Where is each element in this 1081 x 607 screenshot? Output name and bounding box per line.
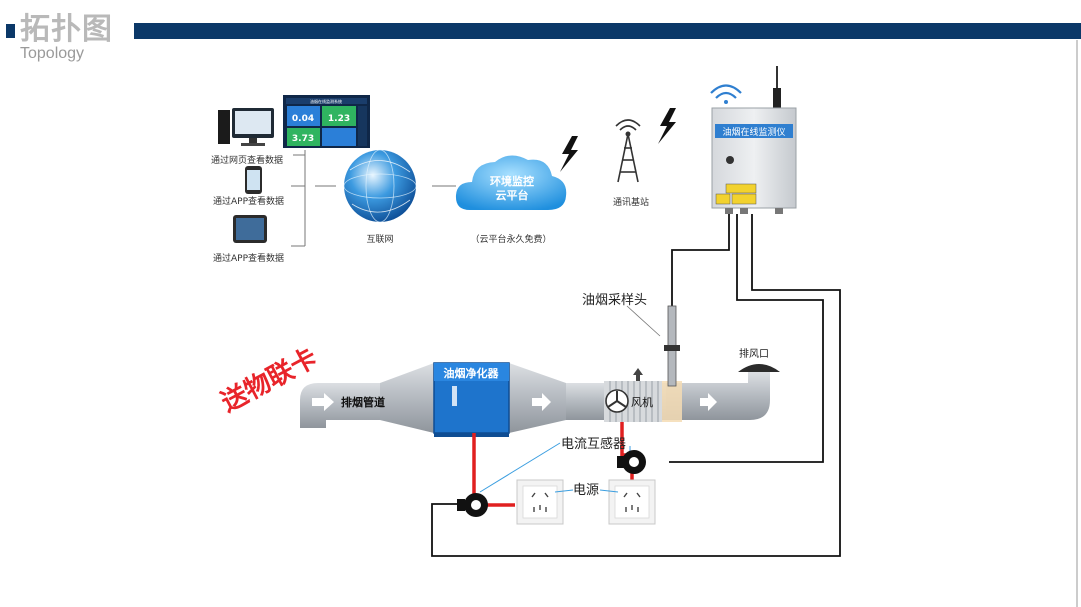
exhaust-outlet-label: 排风口 (739, 347, 769, 360)
current-transformer-label: 电流互感器 (561, 436, 626, 452)
current-transformer-icon (457, 493, 488, 517)
exhaust-pipe-label: 排烟管道 (341, 395, 385, 409)
desktop-computer-icon (218, 108, 274, 146)
device-wires (431, 214, 841, 557)
monitor-value-3: 3.73 (292, 134, 314, 144)
lightning-icon (658, 108, 676, 144)
internet-globe-icon (343, 149, 417, 223)
power-label: 电源 (573, 483, 599, 498)
purifier-label: 油烟净化器 (444, 366, 500, 380)
header-marker (6, 24, 15, 38)
power-socket-icon (516, 479, 564, 525)
cloud-label-line2: 云平台 (496, 188, 529, 202)
cloud-note: （云平台永久免费） (470, 233, 551, 245)
monitor-value-2: 1.23 (328, 114, 350, 124)
client-connector-lines (291, 150, 456, 247)
page-subtitle: Topology (20, 45, 85, 62)
wifi-icon (710, 84, 742, 104)
fan-icon (605, 389, 629, 413)
sampling-head-leader (626, 305, 661, 337)
oil-fume-purifier (433, 362, 510, 437)
monitoring-device (711, 107, 797, 214)
cloud-label-line1: 环境监控 (490, 174, 534, 188)
up-arrow-icon (633, 368, 643, 381)
device-antenna-base (773, 88, 781, 108)
fan-label: 风机 (631, 395, 653, 409)
cell-tower-icon (615, 119, 641, 183)
sampling-point-band (662, 381, 682, 422)
monitor-screen-title: 油烟在线监测系统 (310, 98, 342, 104)
exhaust-pipe-system (300, 363, 770, 433)
lightning-icon (560, 136, 578, 172)
flow-arrows (312, 393, 717, 411)
client-tablet-label: 通过APP查看数据 (213, 252, 284, 264)
device-label: 油烟在线监测仪 (722, 126, 785, 138)
base-station-label: 通讯基站 (613, 196, 649, 208)
power-leaders (554, 489, 619, 493)
power-socket-icon (608, 479, 656, 525)
smartphone-icon (245, 166, 262, 194)
sampling-head-label: 油烟采样头 (582, 293, 647, 308)
internet-label: 互联网 (366, 234, 393, 245)
tablet-icon (233, 215, 267, 243)
header-bar (134, 23, 1081, 39)
tower-top-dot (625, 131, 631, 137)
monitor-value-1: 0.04 (292, 114, 314, 124)
monitor-screen (283, 95, 370, 148)
sampling-probe (664, 305, 680, 387)
page-title: 拓扑图 (20, 12, 113, 47)
client-web-label: 通过网页查看数据 (211, 154, 283, 166)
current-transformer-icon (617, 450, 646, 474)
cloud-platform-icon (455, 155, 567, 210)
exhaust-outlet-hood (738, 364, 780, 372)
client-app-label: 通过APP查看数据 (213, 195, 284, 207)
